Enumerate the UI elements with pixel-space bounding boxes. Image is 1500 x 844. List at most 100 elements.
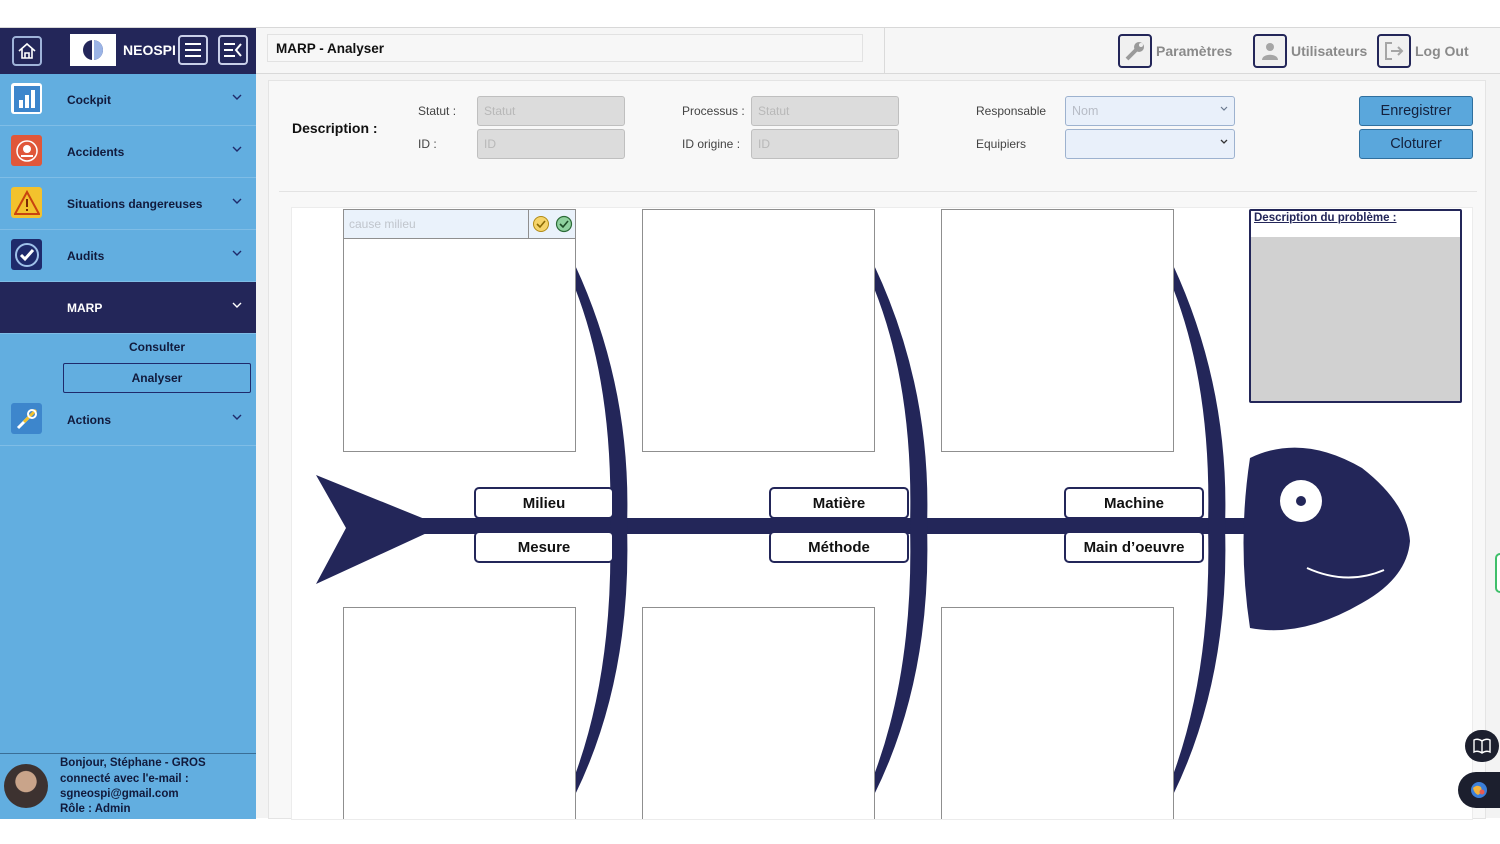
parametres-button[interactable]: Paramètres <box>1118 34 1232 68</box>
id-label: ID : <box>418 137 437 151</box>
cause-box-main-oeuvre[interactable] <box>941 607 1174 819</box>
user-role: Rôle : Admin <box>60 803 131 815</box>
chevron-down-icon <box>232 198 242 204</box>
statut-label: Statut : <box>418 104 457 118</box>
cause-box-mesure[interactable] <box>343 607 576 819</box>
fish-mouth <box>1306 567 1385 579</box>
circle-check-yellow-icon[interactable] <box>529 210 552 239</box>
submenu-item-consulter[interactable]: Consulter <box>128 340 185 354</box>
cause-box-matiere[interactable] <box>642 209 875 452</box>
fishbone-skeleton <box>316 265 1410 795</box>
logout-button[interactable]: Log Out <box>1377 34 1469 68</box>
statut-field[interactable]: Statut <box>477 96 625 126</box>
bar-chart-icon <box>11 83 42 114</box>
cause-box-milieu[interactable]: cause milieu <box>343 209 576 452</box>
sidebar-item-cockpit[interactable]: Cockpit <box>0 74 256 126</box>
id-field[interactable]: ID <box>477 129 625 159</box>
utilisateurs-label: Utilisateurs <box>1291 43 1368 59</box>
sidebar-item-label: Actions <box>67 412 112 427</box>
fish-rib <box>1173 265 1226 795</box>
problem-description-input[interactable] <box>1251 237 1460 401</box>
sidebar-item-accidents[interactable]: Accidents <box>0 126 256 178</box>
fish-rib <box>874 265 928 795</box>
problem-title: Description du problème : <box>1254 212 1397 224</box>
utilisateurs-button[interactable]: Utilisateurs <box>1253 34 1367 68</box>
header-divider <box>884 28 885 74</box>
tools-icon <box>11 403 42 434</box>
sidebar-item-situations-dangereuses[interactable]: Situations dangereuses <box>0 178 256 230</box>
category-milieu: Milieu <box>474 487 614 519</box>
circle-check-green-icon[interactable] <box>552 210 575 239</box>
id-origine-field[interactable]: ID <box>751 129 899 159</box>
responsable-select[interactable]: Nom <box>1065 96 1235 126</box>
chevron-down-icon <box>232 94 242 100</box>
home-icon[interactable] <box>12 36 42 66</box>
cause-box-methode[interactable] <box>642 607 875 819</box>
neospi-logo <box>70 34 116 66</box>
section-divider <box>279 191 1477 192</box>
check-badge-icon <box>11 239 42 270</box>
chevron-down-icon <box>232 414 242 420</box>
globe-icon[interactable] <box>1458 772 1500 808</box>
equipiers-label: Equipiers <box>976 137 1027 151</box>
user-email-label: connecté avec l'e-mail : <box>60 773 189 785</box>
cloturer-button[interactable]: Cloturer <box>1359 129 1473 159</box>
ishikawa-diagram: cause milieu Milieu Mesure Matière Métho… <box>291 207 1473 820</box>
sidebar-item-label: Audits <box>67 248 105 263</box>
sidebar-item-label: Cockpit <box>67 92 112 107</box>
sidebar-item-label: MARP <box>67 300 103 315</box>
sidebar-item-label: Accidents <box>67 144 125 159</box>
side-tab-handle[interactable] <box>1495 553 1500 593</box>
hamburger-menu-icon[interactable] <box>178 35 208 65</box>
problem-description-box: Description du problème : <box>1249 209 1462 403</box>
header: MARP - Analyser Paramètres Utilisateurs … <box>256 28 1500 74</box>
chevron-down-icon <box>232 250 242 256</box>
avatar <box>4 764 48 808</box>
category-main-oeuvre: Main d’oeuvre <box>1064 531 1204 563</box>
enregistrer-button[interactable]: Enregistrer <box>1359 96 1473 126</box>
chevron-down-icon <box>1220 106 1228 111</box>
fish-pupil <box>1296 496 1306 506</box>
parametres-label: Paramètres <box>1156 43 1233 59</box>
users-icon <box>1253 34 1287 68</box>
logout-icon <box>1377 34 1411 68</box>
sidebar-item-audits[interactable]: Audits <box>0 230 256 282</box>
processus-label: Processus : <box>682 104 745 118</box>
user-greeting: Bonjour, Stéphane - GROS <box>60 757 206 769</box>
accident-icon <box>11 135 42 166</box>
category-machine: Machine <box>1064 487 1204 519</box>
id-origine-label: ID origine : <box>682 137 741 151</box>
app-window: NEOSPI Cockpit Accidents <box>0 27 1500 820</box>
fish-rib <box>575 265 628 795</box>
sidebar-item-actions[interactable]: Actions <box>0 394 256 446</box>
category-methode: Méthode <box>769 531 909 563</box>
chevron-down-icon <box>1220 139 1228 144</box>
category-mesure: Mesure <box>474 531 614 563</box>
sidebar-item-label: Situations dangereuses <box>67 196 203 211</box>
description-title: Description : <box>292 120 378 136</box>
book-icon[interactable] <box>1465 730 1499 762</box>
responsable-value: Nom <box>1072 104 1099 118</box>
processus-field[interactable]: Statut <box>751 96 899 126</box>
fish-spine <box>352 518 1252 534</box>
analysis-panel: Description : Statut : Statut ID : ID Pr… <box>268 80 1486 820</box>
cause-input[interactable]: cause milieu <box>344 210 529 239</box>
user-info: Bonjour, Stéphane - GROS connecté avec l… <box>0 753 256 819</box>
warning-icon <box>11 187 42 218</box>
submenu-item-analyser[interactable]: Analyser <box>63 363 251 393</box>
sidebar: NEOSPI Cockpit Accidents <box>0 28 256 819</box>
logout-label: Log Out <box>1415 43 1469 59</box>
sidebar-item-marp[interactable]: MARP <box>0 282 256 334</box>
category-matiere: Matière <box>769 487 909 519</box>
sidebar-header: NEOSPI <box>0 28 256 74</box>
cause-box-machine[interactable] <box>941 209 1174 452</box>
brand-name: NEOSPI <box>123 42 176 58</box>
wrench-icon <box>1118 34 1152 68</box>
chevron-down-icon <box>232 302 242 308</box>
equipiers-select[interactable] <box>1065 129 1235 159</box>
fish-head <box>1243 447 1410 631</box>
chevron-down-icon <box>232 146 242 152</box>
page-title: MARP - Analyser <box>267 34 863 62</box>
collapse-sidebar-icon[interactable] <box>218 35 248 65</box>
responsable-label: Responsable <box>976 104 1047 118</box>
